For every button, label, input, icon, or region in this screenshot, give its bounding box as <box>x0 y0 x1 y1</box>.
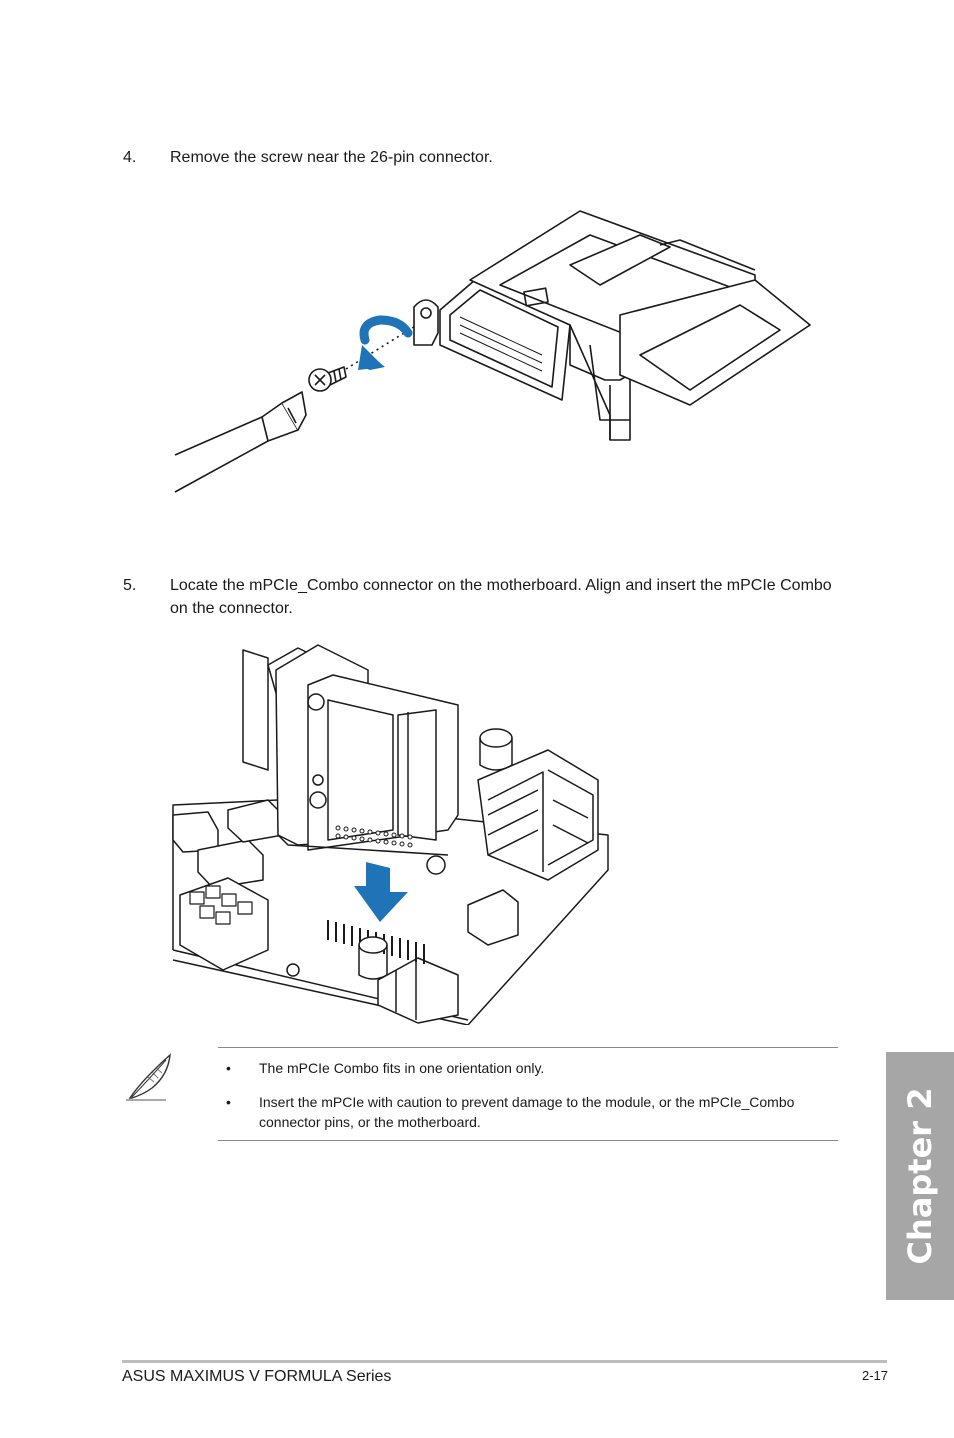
bullet: • <box>226 1060 231 1076</box>
note-text: The mPCIe Combo fits in one orientation … <box>259 1060 545 1076</box>
chapter-tab: Chapter 2 <box>886 1052 954 1300</box>
step-number: 4. <box>123 149 137 166</box>
screw-removal-illustration <box>174 210 811 493</box>
rotation-arrow-icon <box>358 315 413 370</box>
note-bottom-rule <box>218 1140 838 1141</box>
note-top-rule <box>218 1047 838 1048</box>
step-text: Remove the screw near the 26-pin connect… <box>170 149 493 166</box>
step-text: Locate the mPCIe_Combo connector on the … <box>170 577 832 617</box>
note-text: Insert the mPCIe with caution to prevent… <box>259 1094 795 1130</box>
step-number: 5. <box>123 577 137 594</box>
feather-pen-icon <box>126 1053 171 1101</box>
footer-rule <box>122 1360 887 1363</box>
bullet: • <box>226 1094 231 1110</box>
chapter-label: Chapter 2 <box>901 1087 939 1265</box>
mpcie-combo-insert-illustration <box>172 644 609 1025</box>
footer-page-number: 2-17 <box>861 1368 888 1383</box>
footer-product-name: ASUS MAXIMUS V FORMULA Series <box>122 1368 392 1385</box>
insert-down-arrow-icon <box>354 862 408 922</box>
